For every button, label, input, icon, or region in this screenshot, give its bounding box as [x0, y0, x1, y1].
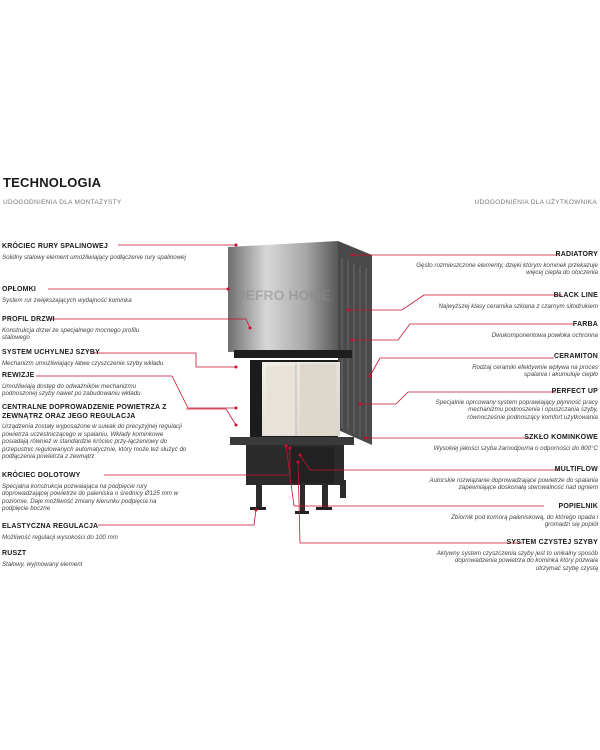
feature-description: Gęsto rozmieszczone elementy, dzięki któ… [416, 261, 598, 277]
feature-ceramiton: CERAMITON Rodzaj ceramiki efektywnie wpł… [448, 353, 598, 379]
feature-system-czystej-szyby: SYSTEM CZYSTEJ SZYBY Aktywny system czys… [433, 539, 598, 572]
feature-title: CERAMITON [553, 353, 598, 360]
feature-szklo-kominkowe: SZKŁO KOMINKOWE Wysokiej jakości szyba ż… [408, 434, 598, 452]
feature-title: SZKŁO KOMINKOWE [524, 434, 598, 441]
feature-description: System rur zwiększających wydajność komi… [2, 296, 132, 304]
feature-description: Rodzaj ceramiki efektywnie wpływa na pro… [472, 363, 598, 379]
feature-description: Urządzenia zostały wyposażone w suwak do… [2, 423, 187, 461]
lower-body [230, 437, 354, 485]
feature-title: ELASTYCZNA REGULACJA [2, 523, 99, 530]
feature-title: CENTRALNE DOPROWADZENIE POWIETRZA Z ZEWN… [2, 404, 167, 420]
legs [250, 480, 346, 514]
radiator-panel [338, 241, 372, 445]
feature-title: SYSTEM UCHYLNEJ SZYBY [2, 349, 100, 356]
feature-description: Najwyższej klasy ceramika szklana z czar… [438, 302, 598, 310]
feature-title: REWIZJE [2, 372, 35, 379]
feature-centralne-doprowadzenie: CENTRALNE DOPROWADZENIE POWIETRZA Z ZEWN… [2, 404, 187, 461]
feature-description: Solidny stalowy element umożliwiający po… [2, 253, 186, 261]
feature-rewizje: REWIZJE Umożliwiają dostęp do odważników… [2, 372, 172, 398]
feature-title: OPŁOMKI [2, 286, 37, 293]
feature-title: SYSTEM CZYSTEJ SZYBY [506, 539, 598, 546]
feature-description: Specjalna konstrukcja pozwalająca na pod… [2, 482, 179, 513]
feature-farba: FARBA Dwukomponentowa powłoka ochronna [398, 321, 598, 339]
feature-perfect-up: PERFECT UP Specjalnie oprcowany system p… [433, 388, 598, 421]
feature-description: Aktywny system czyszczenia szyby jest to… [436, 549, 598, 572]
left-leader-lines [36, 244, 291, 526]
feature-popielnik: POPIELNIK Zbiornik pod komorą paleniskow… [433, 503, 598, 529]
installer-subtitle: UDOGODNIENIA DLA MONTAŻYSTY [3, 199, 122, 206]
feature-description: Możliwość regulacji wysokości do 100 mm [2, 533, 118, 541]
feature-title: PROFIL DRZWI [2, 316, 55, 323]
feature-system-uchylnej-szyby: SYSTEM UCHYLNEJ SZYBY Mechanizm umożliwi… [2, 349, 202, 367]
feature-elastyczna-regulacja: ELASTYCZNA REGULACJA Możliwość regulacji… [2, 523, 202, 541]
feature-title: MULTIFLOW [554, 466, 598, 473]
feature-title: PERFECT UP [551, 388, 598, 395]
feature-krociec-dolotowy: KRÓCIEC DOLOTOWY Specjalna konstrukcja p… [2, 472, 180, 513]
feature-description: Konstrukcja drzwi ze specjalnego mocnego… [2, 326, 140, 342]
leader-dots [226, 243, 372, 512]
feature-description: Umożliwiają dostęp do odważników mechani… [2, 382, 141, 398]
right-leader-lines [285, 254, 574, 544]
feature-title: FARBA [572, 321, 598, 328]
feature-title: POPIELNIK [558, 503, 598, 510]
feature-description: Stałowy, wyjmowany element [2, 560, 83, 568]
feature-description: Specjalnie oprcowany system poprawiający… [435, 398, 598, 421]
feature-title: KRÓCIEC RURY SPALINOWEJ [2, 243, 108, 250]
steel-hood: DEFRO HOME [228, 241, 357, 357]
feature-description: Mechanizm umożliwiający łatwe czyszczeni… [2, 359, 164, 367]
hood-logo: DEFRO HOME [236, 287, 331, 303]
feature-krociec-rury: KRÓCIEC RURY SPALINOWEJ Solidny stalowy … [2, 243, 202, 261]
feature-title: RADIATORY [555, 251, 598, 258]
feature-oplomki: OPŁOMKI System rur zwiększających wydajn… [2, 286, 202, 304]
user-subtitle: UDOGODNIENIA DLA UŻYTKOWNIKA [474, 199, 597, 206]
feature-title: KRÓCIEC DOLOTOWY [2, 472, 81, 479]
feature-description: Zbiornik pod komorą paleniskową, do któr… [451, 513, 598, 529]
feature-description: Wysokiej jakości szyba żaroodporna o odp… [433, 444, 598, 452]
feature-profil-drzwi: PROFIL DRZWI Konstrukcja drzwi ze specja… [2, 316, 162, 342]
feature-description: Autorskie rozwiązanie doprowadzające pow… [429, 476, 598, 492]
page-title: TECHNOLOGIA [3, 175, 102, 190]
feature-description: Dwukomponentowa powłoka ochronna [491, 331, 598, 339]
firebox [234, 350, 352, 440]
feature-multiflow: MULTIFLOW Autorskie rozwiązanie doprowad… [408, 466, 598, 492]
feature-title: RUSZT [2, 550, 27, 557]
feature-title: BLACK LINE [553, 292, 598, 299]
feature-ruszt: RUSZT Stałowy, wyjmowany element [2, 550, 202, 568]
feature-radiatory: RADIATORY Gęsto rozmieszczone elementy, … [398, 251, 598, 277]
feature-black-line: BLACK LINE Najwyższej klasy ceramika szk… [398, 292, 598, 310]
